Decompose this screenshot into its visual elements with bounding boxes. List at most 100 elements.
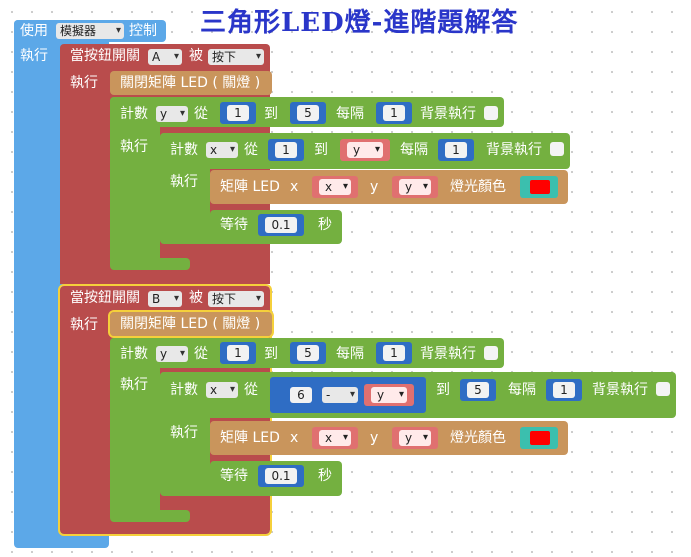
led-clear-block-b[interactable] <box>108 310 274 338</box>
led-clear-block-a[interactable] <box>110 71 272 95</box>
button-b-exec-label: 執行 <box>70 317 98 333</box>
inner-bg-label-b: 背景執行 <box>592 382 648 398</box>
action-b-dropdown[interactable]: 按下 <box>208 291 264 307</box>
use-label: 使用 <box>20 23 48 39</box>
button-a-dropdown[interactable]: A <box>148 49 182 65</box>
count-label-b: 計數 <box>120 346 148 362</box>
inner-from-label-a: 從 <box>244 142 258 158</box>
outer-var-dropdown-b[interactable]: y <box>156 346 188 362</box>
wait-label-b: 等待 <box>220 468 248 484</box>
wait-unit-b: 秒 <box>318 468 332 484</box>
led-x-var-block-a[interactable]: x <box>312 176 358 198</box>
inner-start-value-a[interactable]: 1 <box>275 142 297 158</box>
outer-step-value-b[interactable]: 1 <box>383 345 405 361</box>
outer-exec-label-a: 執行 <box>120 139 148 155</box>
inner-bg-checkbox-b[interactable] <box>656 382 670 396</box>
bg-label-a: 背景執行 <box>420 106 476 122</box>
math-op-block-b[interactable]: 6 - y <box>270 377 426 413</box>
led-clear-label-b: 關閉矩陣 LED ( 關燈 ) <box>120 316 261 332</box>
matrix-led-block-b[interactable] <box>210 421 568 455</box>
led-clear-label-a: 關閉矩陣 LED ( 關燈 ) <box>120 75 261 91</box>
bg-label-b: 背景執行 <box>420 346 476 362</box>
button-a-event-footer <box>60 272 270 284</box>
button-b-dropdown[interactable]: B <box>148 291 182 307</box>
inner-step-label-b: 每隔 <box>508 382 536 398</box>
from-label-a: 從 <box>194 106 208 122</box>
wait-value-block-b[interactable]: 0.1 <box>258 465 304 487</box>
action-a-dropdown[interactable]: 按下 <box>208 49 264 65</box>
wait-value-block-a[interactable]: 0.1 <box>258 214 304 236</box>
when-button-label: 當按鈕開關 <box>70 48 140 64</box>
outer-start-block-b[interactable]: 1 <box>220 342 256 364</box>
matrix-led-label-a: 矩陣 LED <box>220 179 280 195</box>
wait-label-a: 等待 <box>220 217 248 233</box>
outer-loop-footer-a <box>110 258 190 270</box>
outer-end-value-a[interactable]: 5 <box>297 105 319 121</box>
outer-end-block-b[interactable]: 5 <box>290 342 326 364</box>
outer-start-value-b[interactable]: 1 <box>227 345 249 361</box>
bg-checkbox-a[interactable] <box>484 106 498 120</box>
math-op-dropdown-b[interactable]: - <box>322 387 358 403</box>
inner-to-label-b: 到 <box>436 382 450 398</box>
led-color-swatch-a[interactable] <box>520 176 558 198</box>
outer-end-value-b[interactable]: 5 <box>297 345 319 361</box>
outer-step-block-a[interactable]: 1 <box>376 102 412 124</box>
inner-end-block-b[interactable]: 5 <box>460 379 496 401</box>
inner-bg-checkbox-a[interactable] <box>550 142 564 156</box>
led-x-var-dropdown-b[interactable]: x <box>319 430 351 446</box>
inner-var-dropdown-a[interactable]: x <box>206 142 238 158</box>
led-x-label-b: x <box>290 430 299 446</box>
inner-start-block-a[interactable]: 1 <box>268 139 304 161</box>
inner-count-label-a: 計數 <box>170 142 198 158</box>
outer-end-block-a[interactable]: 5 <box>290 102 326 124</box>
inner-var-dropdown-b[interactable]: x <box>206 382 238 398</box>
led-color-label-a: 燈光顏色 <box>450 179 506 195</box>
inner-step-value-b[interactable]: 1 <box>553 382 575 398</box>
control-label: 控制 <box>129 23 157 39</box>
led-color-label-b: 燈光顏色 <box>450 430 506 446</box>
outer-step-block-b[interactable]: 1 <box>376 342 412 364</box>
led-y-var-dropdown-b[interactable]: y <box>399 430 431 446</box>
wait-unit-a: 秒 <box>318 217 332 233</box>
inner-step-block-a[interactable]: 1 <box>438 139 474 161</box>
device-dropdown[interactable]: 模擬器 <box>56 23 124 39</box>
led-y-var-dropdown-a[interactable]: y <box>399 179 431 195</box>
matrix-led-block-a[interactable] <box>210 170 568 204</box>
led-x-var-block-b[interactable]: x <box>312 427 358 449</box>
led-y-var-block-a[interactable]: y <box>392 176 438 198</box>
step-label-a: 每隔 <box>336 106 364 122</box>
to-label-a: 到 <box>264 106 278 122</box>
math-num-value-b[interactable]: 6 <box>290 387 312 403</box>
button-a-exec-label: 執行 <box>70 75 98 91</box>
by-label: 被 <box>189 48 203 64</box>
inner-from-label-b: 從 <box>244 382 258 398</box>
inner-step-value-a[interactable]: 1 <box>445 142 467 158</box>
inner-step-block-b[interactable]: 1 <box>546 379 582 401</box>
inner-end-var-block-a[interactable]: y <box>340 139 390 161</box>
inner-to-label-a: 到 <box>314 142 328 158</box>
when-button-label-b: 當按鈕開關 <box>70 290 140 306</box>
led-y-var-block-b[interactable]: y <box>392 427 438 449</box>
matrix-led-label-b: 矩陣 LED <box>220 430 280 446</box>
math-var-dropdown-b[interactable]: y <box>371 387 407 403</box>
outer-loop-block-b[interactable] <box>110 338 160 520</box>
bg-checkbox-b[interactable] <box>484 346 498 360</box>
outer-start-value-a[interactable]: 1 <box>227 105 249 121</box>
inner-end-value-b[interactable]: 5 <box>467 382 489 398</box>
wait-value-b[interactable]: 0.1 <box>265 468 297 484</box>
outer-start-block-a[interactable]: 1 <box>220 102 256 124</box>
led-color-fill-b <box>530 431 550 445</box>
led-x-var-dropdown-a[interactable]: x <box>319 179 351 195</box>
led-color-swatch-b[interactable] <box>520 427 558 449</box>
by-label-b: 被 <box>189 290 203 306</box>
page-title: 三角形LED燈-進階題解答 <box>200 8 519 38</box>
inner-exec-label-b: 執行 <box>170 425 198 441</box>
from-label-b: 從 <box>194 346 208 362</box>
math-var-block-b[interactable]: y <box>364 384 414 406</box>
wait-value-a[interactable]: 0.1 <box>265 217 297 233</box>
outer-var-dropdown-a[interactable]: y <box>156 106 188 122</box>
outer-step-value-a[interactable]: 1 <box>383 105 405 121</box>
outer-loop-footer-b <box>110 510 190 522</box>
inner-end-var-dropdown-a[interactable]: y <box>347 142 383 158</box>
led-x-label-a: x <box>290 179 299 195</box>
